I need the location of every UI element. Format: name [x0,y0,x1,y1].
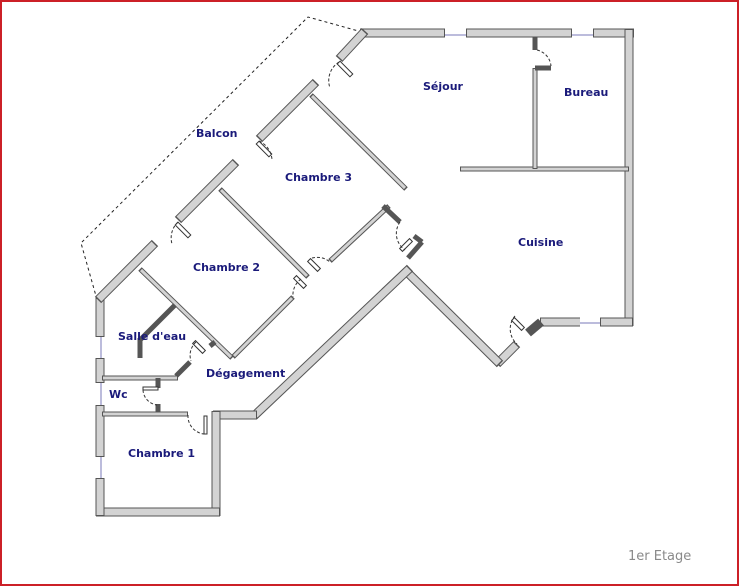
interior-walls [102,37,629,417]
room-label-chambre-2: Chambre 2 [193,261,260,274]
room-label-cuisine: Cuisine [518,236,563,249]
room-label-balcon: Balcon [196,127,238,140]
room-label-chambre-3: Chambre 3 [285,171,352,184]
doors [142,49,552,435]
room-labels: Séjour Bureau Cuisine Balcon Chambre 3 C… [109,80,608,460]
room-label-chambre-1: Chambre 1 [128,447,195,460]
exterior-walls [94,27,634,517]
room-label-salle-deau: Salle d'eau [118,330,186,343]
room-label-bureau: Bureau [564,86,608,99]
floor-label: 1er Etage [628,549,691,564]
balcony-outline [80,16,363,297]
room-label-degagement: Dégagement [206,367,285,380]
room-label-wc: Wc [109,388,128,401]
room-label-sejour: Séjour [423,80,464,93]
